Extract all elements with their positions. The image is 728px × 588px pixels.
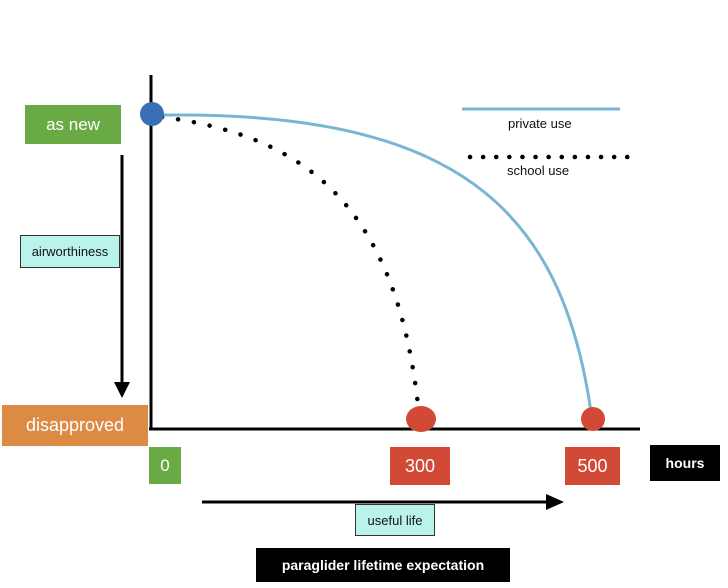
start-point-marker	[140, 102, 164, 126]
useful-life-label: useful life	[355, 504, 435, 536]
tick-500-label: 500	[565, 447, 620, 485]
private-use-curve	[152, 113, 594, 420]
legend-private-label: private use	[508, 116, 572, 131]
airworthiness-label: airworthiness	[20, 235, 120, 268]
as-new-label: as new	[25, 105, 121, 144]
school-use-curve	[159, 114, 421, 408]
end-point-500-marker	[581, 407, 605, 431]
end-point-300-marker	[406, 406, 436, 432]
title-label: paraglider lifetime expectation	[256, 548, 510, 582]
tick-0-label: 0	[149, 447, 181, 484]
legend-school-label: school use	[507, 163, 570, 178]
hours-label: hours	[650, 445, 720, 481]
airworthiness-arrowhead	[114, 382, 130, 398]
tick-300-label: 300	[390, 447, 450, 485]
disapproved-label: disapproved	[2, 405, 148, 446]
useful-life-arrowhead	[546, 494, 564, 510]
